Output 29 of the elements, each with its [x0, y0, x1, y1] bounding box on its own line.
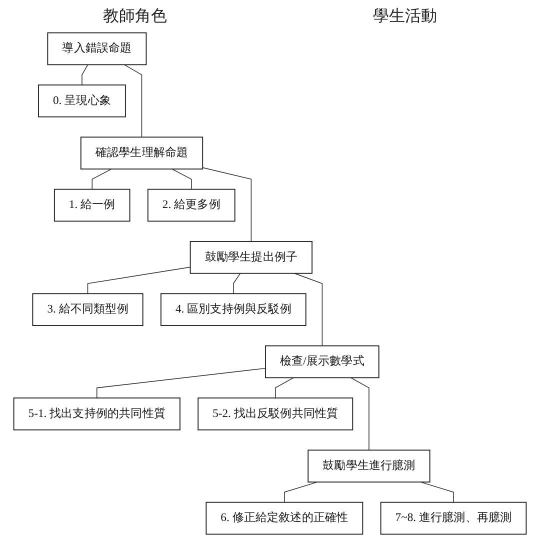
connector-line: [172, 168, 192, 190]
text-box: 3. 給不同類型例: [32, 293, 144, 326]
connector-line: [284, 482, 318, 503]
text-box: 鼓勵學生提出例子: [190, 241, 312, 274]
text-box: 檢查/展示數學式: [265, 345, 380, 378]
text-box: 2. 給更多例: [147, 188, 236, 222]
text-box: 4. 區別支持例與反駁例: [160, 293, 306, 326]
connector-line: [202, 167, 252, 242]
text-box: 0. 呈現心象: [38, 84, 126, 118]
text-box: 5-2. 找出反駁例共同性質: [198, 398, 354, 430]
connector-line: [96, 368, 266, 398]
connector-line: [294, 273, 323, 346]
text-box: 鼓勵學生進行臆測: [308, 450, 430, 482]
connector-line: [87, 266, 191, 294]
connector-line: [124, 64, 142, 138]
connector-line: [275, 377, 294, 398]
column-heading: 教師角色: [103, 7, 167, 27]
connector-line: [92, 168, 112, 190]
text-box: 1. 給一例: [54, 188, 130, 222]
text-box: 導入錯誤命題: [47, 32, 147, 66]
connector-line: [82, 64, 88, 86]
connector-line: [350, 377, 370, 451]
column-heading: 學生活動: [373, 6, 437, 27]
connector-line: [233, 273, 241, 294]
text-box: 5-1. 找出支持例的共同性質: [13, 398, 180, 430]
connector-line: [420, 482, 454, 503]
text-box: 6. 修正給定敘述的正確性: [206, 502, 364, 535]
text-box: 7~8. 進行臆測、再臆測: [380, 502, 527, 535]
text-box: 確認學生理解命題: [80, 136, 204, 170]
